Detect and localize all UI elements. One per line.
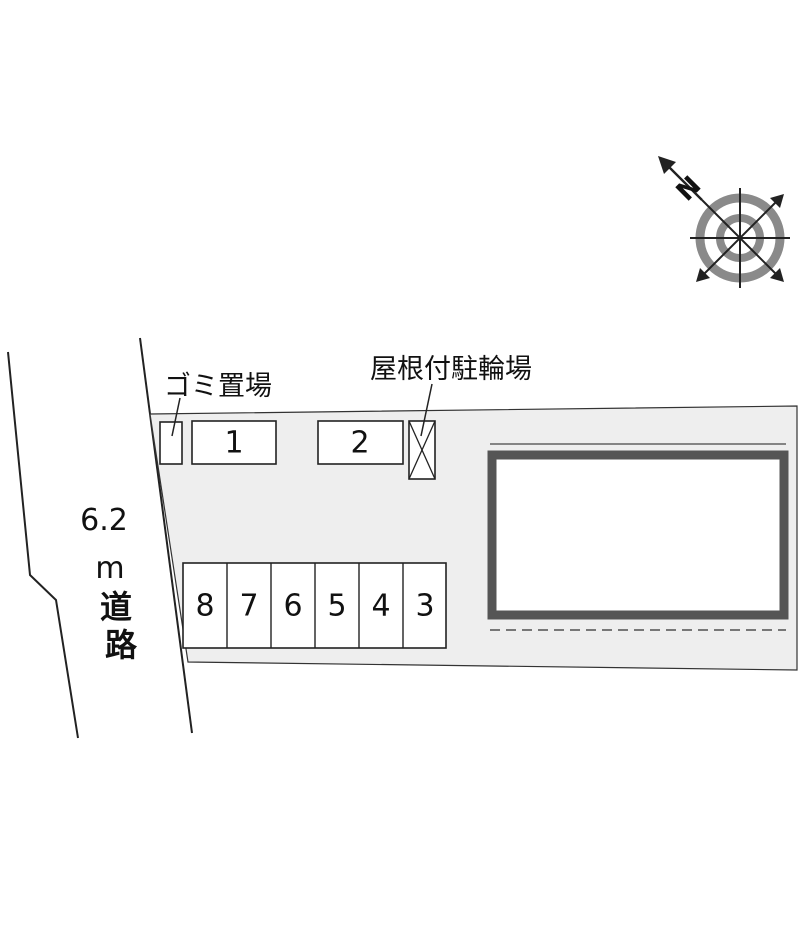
bicycle-label-leader (420, 383, 433, 437)
parking-space-number-6: 6 (283, 589, 302, 624)
compass-arrowhead-ne (770, 194, 784, 208)
compass-north-arrow-line (663, 161, 703, 201)
road-width-label: 6.2 (80, 503, 128, 538)
parking-space-1 (191, 420, 277, 465)
bicycle-parking-label: 屋根付駐輪場 (370, 354, 532, 385)
garbage-area-label: ゴミ置場 (164, 371, 272, 402)
compass-arrowhead-se (770, 268, 784, 282)
building-outline (487, 450, 789, 620)
compass-arrowhead-sw (696, 268, 710, 282)
road-unit-label: m (95, 551, 124, 586)
compass-north-letter: N (671, 171, 708, 208)
parking-space-number-1: 1 (224, 426, 243, 461)
parking-space-number-7: 7 (239, 589, 258, 624)
road-edge-line-left (7, 351, 79, 739)
road-name-char-2: 路 (105, 626, 138, 664)
garbage-area-box (159, 421, 183, 465)
compass-line-diagonal-2 (701, 199, 779, 277)
road-name-char-1: 道 (100, 588, 132, 626)
parking-space-number-3: 3 (415, 589, 434, 624)
bicycle-parking-cross-2 (408, 420, 436, 480)
parking-space-number-8: 8 (195, 589, 214, 624)
compass-north-arrowhead (658, 156, 676, 174)
road-edge-line-right (139, 337, 193, 734)
parking-space-number-5: 5 (327, 589, 346, 624)
parking-space-2 (317, 420, 404, 465)
compass-rose-icon: N (658, 156, 790, 288)
garbage-label-leader (171, 397, 181, 437)
parking-space-number-2: 2 (350, 426, 369, 461)
parking-space-number-4: 4 (371, 589, 390, 624)
